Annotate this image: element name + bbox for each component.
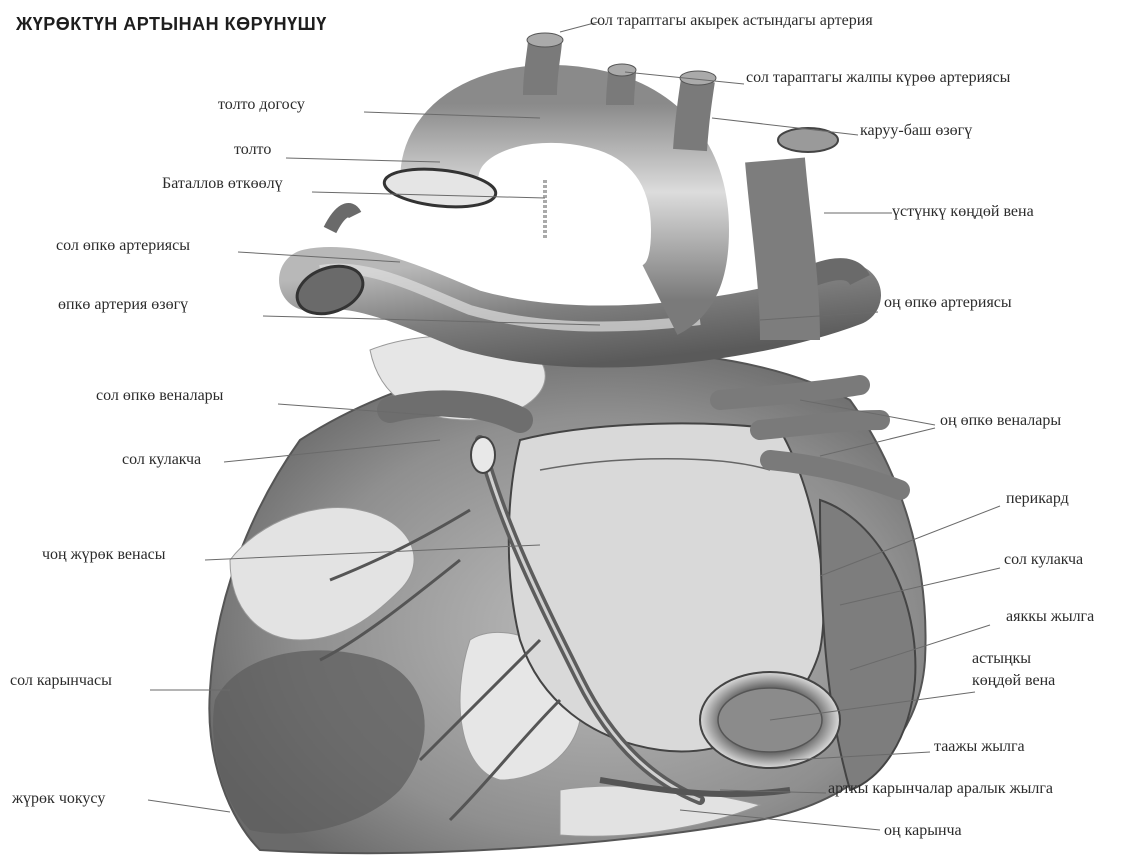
left-subclavian-shape xyxy=(540,40,545,95)
label-inferior-vena-cava-line2: көңдөй вена xyxy=(972,670,1055,692)
aorta-opening xyxy=(382,164,497,212)
label-inferior-vena-cava: астыңкы көңдөй вена xyxy=(972,648,1055,692)
brachiocephalic-shape xyxy=(690,80,698,150)
label-left-ventricle: сол карынчасы xyxy=(10,672,112,690)
label-superior-vena-cava: үстүнкү көңдөй вена xyxy=(892,203,1034,221)
label-brachiocephalic-trunk: каруу-баш өзөгү xyxy=(860,122,972,140)
label-left-auricle-right: сол кулакча xyxy=(1004,551,1083,569)
label-aorta: толто xyxy=(234,141,271,159)
label-left-pulmonary-veins: сол өпкө веналары xyxy=(96,387,223,405)
label-great-cardiac-vein: чоң жүрөк венасы xyxy=(42,546,166,564)
label-left-pulmonary-artery: сол өпкө артериясы xyxy=(56,237,190,255)
label-pulmonary-trunk: өпкө артерия өзөгү xyxy=(58,296,188,314)
label-left-common-carotid: сол тараптагы жалпы күрөө артериясы xyxy=(746,69,1010,87)
label-right-ventricle: оң карынча xyxy=(884,822,962,840)
label-right-pulmonary-veins: оң өпкө веналары xyxy=(940,412,1061,430)
label-pericardium: перикард xyxy=(1006,490,1069,508)
label-aortic-arch: толто догосу xyxy=(218,96,305,114)
label-apex: жүрөк чокусу xyxy=(12,790,105,808)
label-inferior-vena-cava-line1: астыңкы xyxy=(972,648,1055,670)
label-left-auricle: сол кулакча xyxy=(122,451,201,469)
label-left-subclavian-artery: сол тараптагы акырек астындагы артерия xyxy=(590,12,873,30)
label-sulcus: аяккы жылга xyxy=(1006,608,1094,626)
diagram-title: ЖҮРӨКТҮН АРТЫНАН КӨРҮНҮШҮ xyxy=(16,14,327,35)
superior-vena-cava-shape xyxy=(775,160,790,340)
label-right-pulmonary-artery: оң өпкө артериясы xyxy=(884,294,1012,312)
label-posterior-interventricular-sulcus: арткы карынчалар аралык жылга xyxy=(828,780,1053,798)
label-ductus-botalli: Баталлов өткөөлү xyxy=(162,175,283,193)
label-coronary-sulcus: таажы жылга xyxy=(934,738,1025,756)
